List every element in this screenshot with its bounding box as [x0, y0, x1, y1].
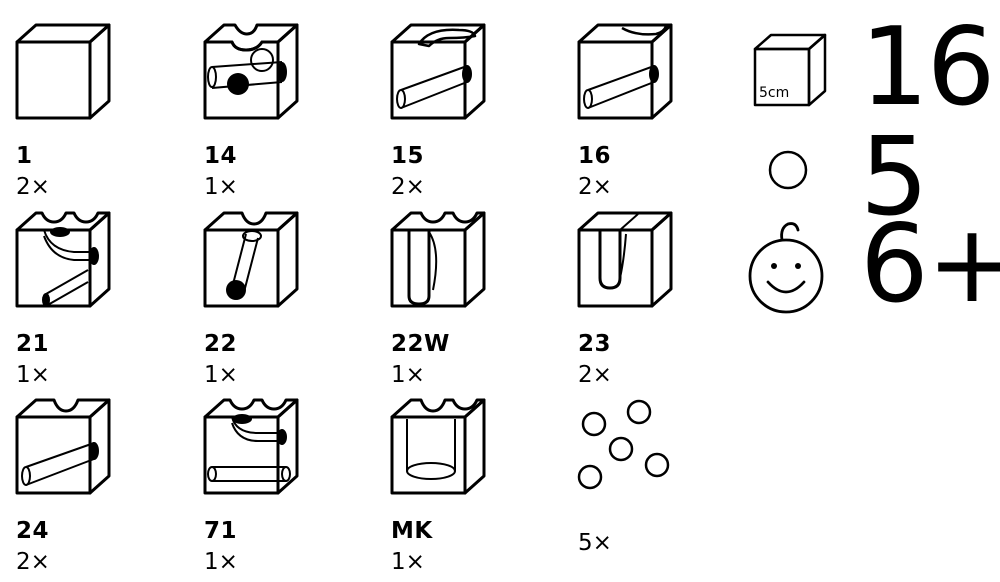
piece-id: 22 [204, 331, 238, 357]
marbles-icon [577, 399, 670, 490]
piece-quantity: 1× [391, 362, 425, 388]
cube-count: 16 [860, 5, 995, 130]
piece-id: 21 [16, 331, 50, 357]
piece-id: 14 [204, 143, 238, 169]
piece-card-21: 21 1× [14, 210, 144, 395]
piece-quantity: 1× [204, 549, 238, 575]
piece-id: 1 [16, 143, 33, 169]
marble-icon [768, 150, 808, 190]
piece-quantity: 2× [578, 362, 612, 388]
piece-quantity: 2× [578, 174, 612, 200]
piece-card-22W: 22W 1× [389, 210, 519, 395]
piece-card-22: 22 1× [202, 210, 332, 395]
piece-card-MK: MK 1× [389, 397, 519, 582]
piece-id: 22W [391, 331, 450, 357]
split-cube-icon [15, 211, 111, 308]
u-groove-cube-icon [577, 211, 673, 308]
double-tunnel-cube-icon [203, 398, 299, 495]
diagonal-tunnel-cube-icon [203, 211, 299, 308]
tunnel-ball-cube-icon [203, 23, 299, 120]
piece-id: 15 [391, 143, 425, 169]
piece-quantity: 2× [16, 549, 50, 575]
piece-id: MK [391, 518, 433, 544]
piece-card-23: 23 2× [576, 210, 706, 395]
piece-card-15: 15 2× [389, 22, 519, 207]
marble-catcher-cube-icon [390, 398, 486, 495]
marble-count: 5 [860, 115, 929, 240]
piece-quantity: 2× [391, 174, 425, 200]
piece-quantity: 2× [16, 174, 50, 200]
cube-count-stat: 5cm 16 [750, 14, 995, 122]
curve-tunnel-cube-icon [577, 23, 673, 120]
age-value: 6+ [860, 202, 1000, 327]
piece-card-71: 71 1× [202, 397, 332, 582]
double-groove-cube-icon [390, 211, 486, 308]
curve-tunnel-cube-icon [390, 23, 486, 120]
piece-card-14: 14 1× [202, 22, 332, 207]
marbles-quantity: 5× [578, 530, 612, 556]
child-face-icon [748, 222, 824, 314]
straight-tunnel-cube-icon [15, 398, 111, 495]
piece-id: 23 [578, 331, 612, 357]
piece-card-24: 24 2× [14, 397, 144, 582]
piece-quantity: 1× [204, 362, 238, 388]
piece-card-16: 16 2× [576, 22, 706, 207]
marble-count-stat: 5 [750, 124, 990, 232]
piece-quantity: 1× [391, 549, 425, 575]
cube-size-icon [753, 33, 827, 107]
piece-id: 24 [16, 518, 50, 544]
cube-size-label: 5cm [759, 85, 790, 101]
piece-quantity: 1× [204, 174, 238, 200]
piece-id: 16 [578, 143, 612, 169]
piece-id: 71 [204, 518, 238, 544]
plain-cube-icon [15, 23, 111, 120]
marbles-card: 5× [576, 397, 706, 582]
age-stat: 6+ [746, 211, 1000, 325]
piece-card-1: 1 2× [14, 22, 144, 207]
piece-quantity: 1× [16, 362, 50, 388]
